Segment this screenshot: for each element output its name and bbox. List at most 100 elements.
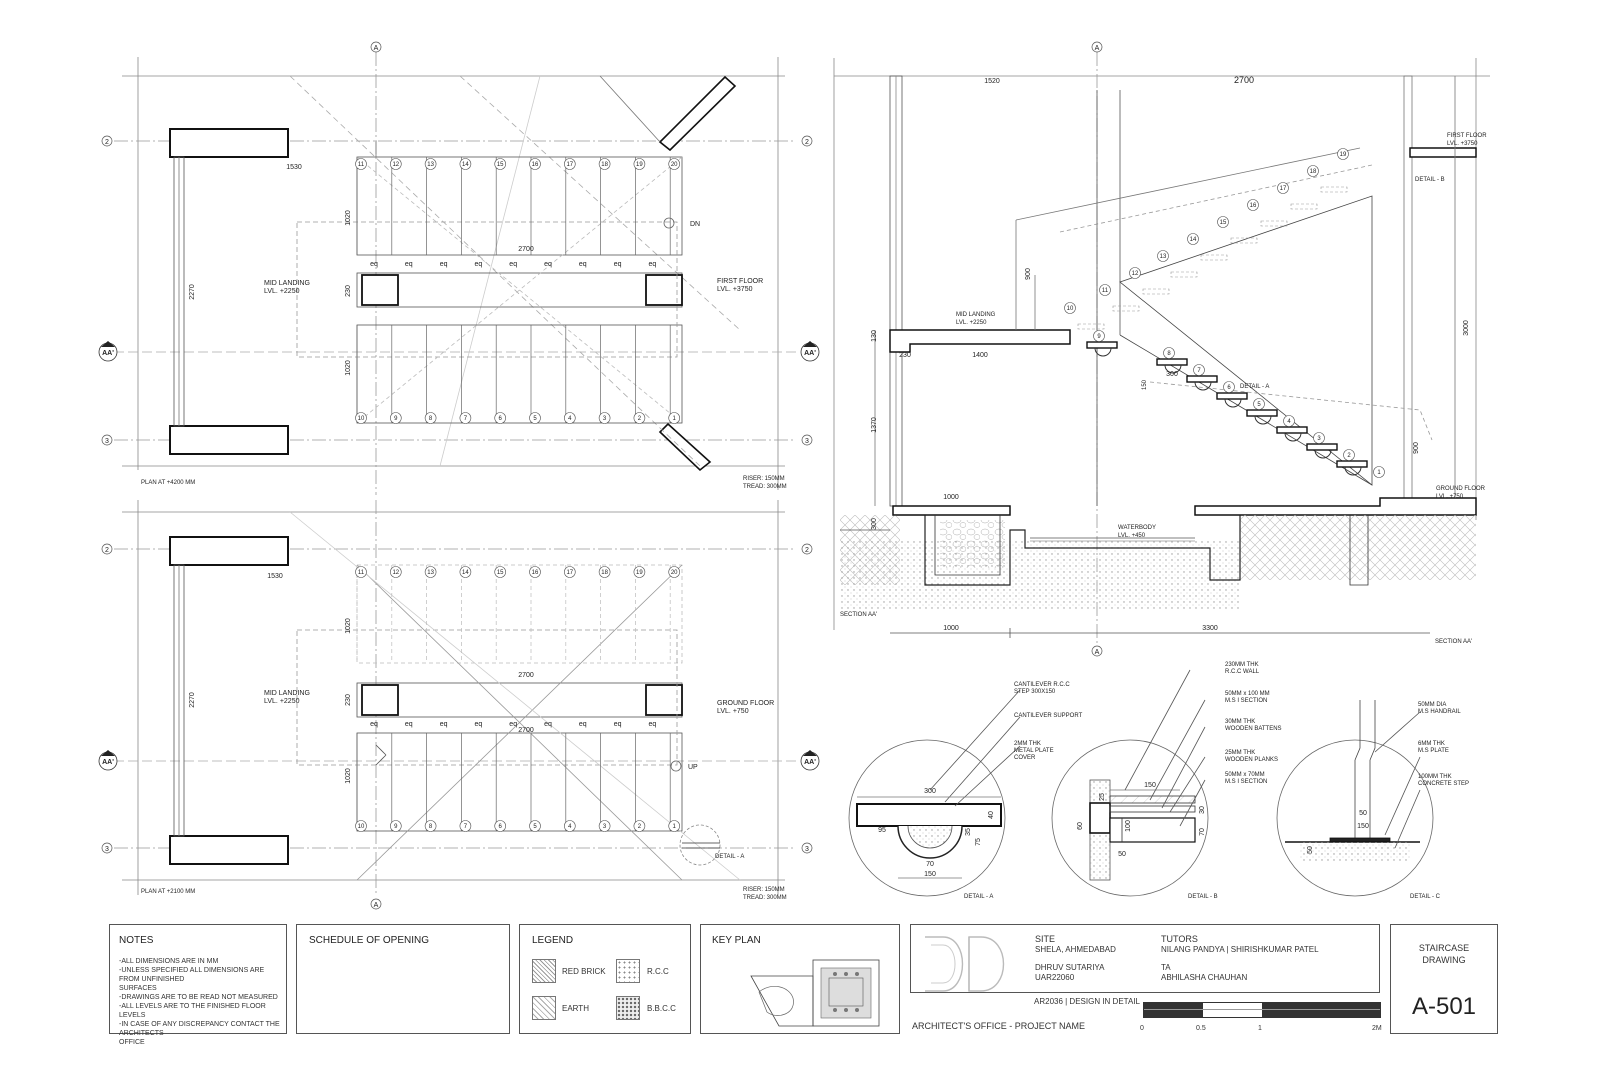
section-step-marker [1307, 165, 1319, 177]
step-number-marker [529, 158, 541, 170]
section-step-marker [1064, 302, 1076, 314]
step-number-marker [598, 158, 611, 170]
eq-label: eq [614, 721, 622, 728]
step-number-marker [494, 158, 507, 170]
section-step-number: 15 [1220, 220, 1227, 226]
ground-floor-level: LVL. +750 [1436, 494, 1464, 500]
section-step-tread-dashed [1320, 186, 1348, 193]
grid-label-a: A [374, 902, 379, 909]
top-plan-treads [356, 157, 671, 423]
step-number-marker [424, 158, 437, 170]
step-number: 12 [392, 570, 399, 576]
note-line: -ALL LEVELS ARE TO THE FINISHED FLOOR LE… [119, 1003, 266, 1019]
section-step-number: 13 [1160, 254, 1167, 260]
section-step-marker [1163, 347, 1175, 359]
note-wooden-planks-2: WOODEN PLANKS [1225, 757, 1278, 763]
step-number-marker [668, 820, 681, 832]
step-number: 3 [603, 416, 607, 422]
plan-title: PLAN AT +4200 MM [141, 480, 195, 486]
note-rcc-wall: 230MM THK [1225, 662, 1259, 668]
mid-landing-label: MID LANDING [264, 280, 310, 287]
note-concrete-step: 100MM THK [1418, 774, 1452, 780]
dim-run-width-upper: 1020 [345, 210, 352, 226]
step-number-marker [563, 820, 576, 832]
section-marker-left: AA' [102, 350, 114, 357]
step-number: 19 [636, 162, 643, 168]
step-number-marker [459, 820, 472, 832]
eq-label: eq [649, 261, 657, 268]
bottom-plan-labels: A 2 2 3 3 AA' AA' 1530 2270 1020 230 102… [98, 543, 820, 910]
dim-c-150: 150 [1357, 823, 1369, 830]
section-step-tread [1216, 392, 1248, 400]
step-number-marker [459, 566, 472, 578]
section-step-number: 2 [1347, 453, 1351, 459]
drawing-title-line-2: DRAWING [1422, 955, 1466, 965]
step-number-marker [563, 158, 576, 170]
direction-label: DN [690, 221, 700, 228]
step-number-marker [633, 412, 646, 424]
step-number-marker [355, 566, 367, 578]
scale-label-1: 1 [1258, 1025, 1262, 1032]
section-step-support [1224, 398, 1242, 408]
section-step-number: 3 [1317, 436, 1321, 442]
section-step-tread [1246, 409, 1278, 417]
top-plan-labels: A 2 2 3 3 AA' AA' 1530 2270 1020 230 102… [98, 41, 820, 490]
section-step-marker [1157, 250, 1169, 262]
section-step-number: 7 [1197, 368, 1201, 374]
plan-title: PLAN AT +2100 MM [141, 889, 195, 895]
dim-stair-length: 2700 [518, 246, 534, 253]
legend-swatch-red-brick [532, 959, 556, 983]
section-step-marker [1129, 267, 1141, 279]
step-number: 14 [462, 162, 469, 168]
drawing-title-line-1: STAIRCASE [1418, 943, 1470, 953]
section-step-marker [1099, 284, 1111, 296]
section-step-marker [1253, 398, 1265, 410]
note-line: -DRAWINGS ARE TO BE READ NOT MEASURED [119, 994, 278, 1001]
notes-title: NOTES [119, 935, 154, 946]
step-number-marker [494, 566, 507, 578]
note-cantilever-support: CANTILEVER SUPPORT [1014, 713, 1083, 719]
top-plan [114, 52, 800, 495]
tread-note: TREAD: 300MM [743, 895, 787, 901]
legend-label-red-brick: RED BRICK [562, 967, 606, 976]
sheet-number: A-501 [1411, 993, 1477, 1020]
section-step-tread [1306, 443, 1338, 451]
step-number-marker [633, 820, 646, 832]
ta-value: ABHILASHA CHAUHAN [1161, 973, 1248, 982]
tutors-label: TUTORS [1161, 934, 1198, 944]
note-line: -UNLESS SPECIFIED ALL DIMENSIONS ARE FRO… [119, 967, 265, 983]
section-step-marker [1313, 432, 1325, 444]
mid-landing-label: MID LANDING [956, 312, 996, 318]
section-step-marker [1283, 415, 1295, 427]
eq-label: eq [614, 261, 622, 268]
step-number-marker [529, 566, 541, 578]
section-step-support [1164, 364, 1182, 374]
dim-beam: 230 [345, 694, 352, 706]
section-step-tread-dashed [1142, 288, 1170, 295]
step-number: 4 [568, 416, 572, 422]
legend-label-earth: EARTH [562, 1004, 589, 1013]
drawing-title-box: STAIRCASE DRAWING A-501 [1390, 924, 1498, 1034]
dim-tread: 300 [1166, 371, 1178, 378]
step-number-marker [668, 566, 681, 578]
eq-label: eq [649, 721, 657, 728]
key-plan-title: KEY PLAN [712, 935, 761, 946]
section-step-number: 14 [1190, 237, 1197, 243]
note-line: OFFICE [119, 1039, 145, 1046]
notes-box: NOTES -ALL DIMENSIONS ARE IN MM -UNLESS … [109, 924, 287, 1046]
section-step-marker [1187, 233, 1199, 245]
dim-b-100: 100 [1125, 820, 1132, 832]
schedule-title: SCHEDULE OF OPENING [309, 935, 430, 946]
step-number-marker [494, 412, 507, 424]
eq-label: eq [370, 261, 378, 268]
step-number: 1 [673, 824, 677, 830]
mid-landing-level: LVL. +2250 [264, 698, 300, 705]
note-line: -ALL DIMENSIONS ARE IN MM [119, 958, 219, 965]
first-floor-label: FIRST FLOOR [1447, 133, 1487, 139]
dim-1000-bottom: 1000 [943, 625, 959, 632]
step-number-marker [668, 158, 681, 170]
step-number-marker [563, 412, 576, 424]
dim-300-ground: 300 [871, 518, 878, 530]
step-number-marker [355, 158, 367, 170]
eq-label: eq [405, 261, 413, 268]
